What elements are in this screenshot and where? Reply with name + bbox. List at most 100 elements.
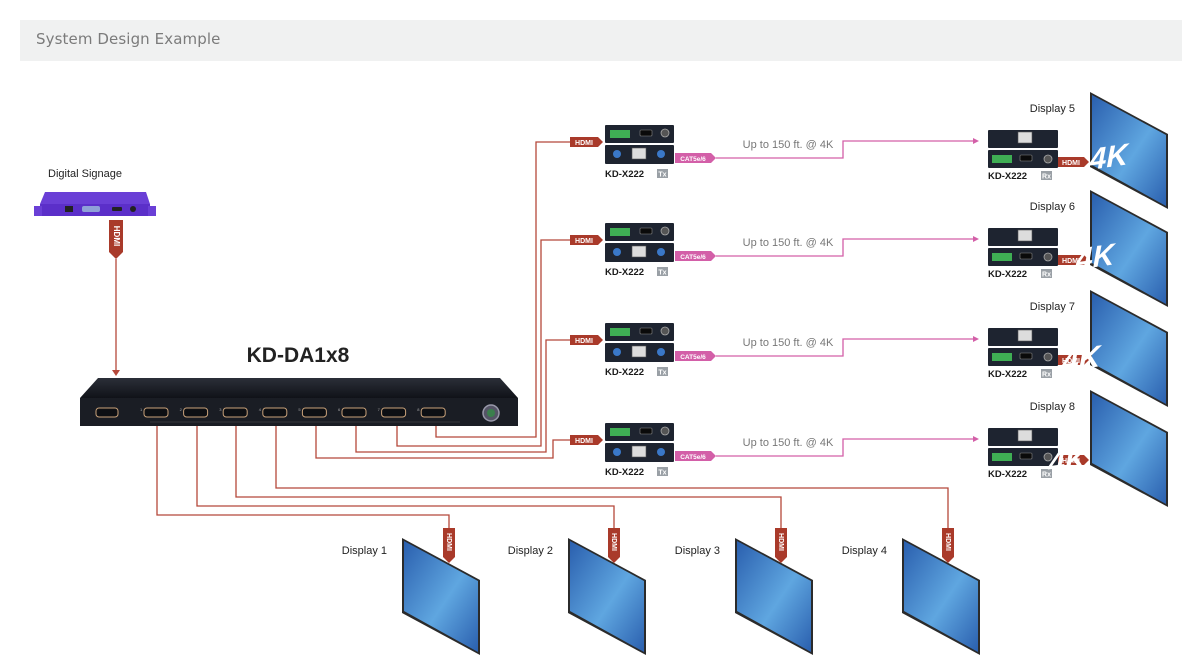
button-icon <box>657 150 665 158</box>
rx-model: KD-X222 <box>988 269 1027 280</box>
signage-top <box>40 192 150 204</box>
ethernet-port-icon <box>65 206 73 212</box>
hdmi-cable-output-2 <box>196 426 615 528</box>
display-label: Display 3 <box>675 545 720 557</box>
display-label: Display 2 <box>508 545 553 557</box>
tx-unit <box>605 323 674 362</box>
port-number: 6 <box>338 407 341 412</box>
terminal-block-icon <box>610 228 630 236</box>
button-icon <box>613 348 621 356</box>
right-display: 4K <box>1089 92 1168 209</box>
rx-model: KD-X222 <box>988 469 1027 480</box>
distance-label: Up to 150 ft. @ 4K <box>743 237 834 249</box>
display-screen <box>1092 95 1166 206</box>
hdmi-cable-output-1 <box>156 426 450 528</box>
rx-badge: Rx <box>1042 472 1051 479</box>
rx-badge: Rx <box>1042 272 1051 279</box>
tx-badge-box <box>657 267 668 276</box>
hdmi-port-icon <box>639 427 653 435</box>
tag-shape <box>1058 355 1089 365</box>
terminal-block-icon <box>610 130 630 138</box>
display-hdmi-tag-text: HDMI <box>944 533 951 551</box>
terminal-block-icon <box>992 155 1012 163</box>
terminal-block-icon <box>992 453 1012 461</box>
display-badge: 4K <box>339 593 380 632</box>
tag-shape <box>570 335 603 345</box>
source-hdmi-tag-text: HDMI <box>112 226 121 246</box>
right-display: 4K <box>1047 390 1168 507</box>
rx-unit <box>988 328 1058 366</box>
cat-arrow-icon <box>973 336 979 342</box>
power-connector-icon <box>660 226 670 236</box>
rx-unit <box>988 428 1058 466</box>
tx-badge: Tx <box>658 470 666 477</box>
rj45-port-icon <box>631 147 647 160</box>
display-screen <box>570 541 644 652</box>
bottom-display: 4K <box>505 538 646 655</box>
cat-cable <box>716 338 973 357</box>
source-hdmi-tag: HDMI <box>109 220 123 259</box>
hdmi-port-icon <box>639 129 653 137</box>
button-icon <box>657 248 665 256</box>
hdmi-output-port-icon <box>262 407 288 418</box>
tag-shape <box>1058 255 1089 265</box>
display-hdmi-tag: HDMI <box>443 528 455 563</box>
distance-label: Up to 150 ft. @ 4K <box>743 139 834 151</box>
splitter-model: KD-DA1x8 <box>247 344 350 367</box>
rx-badge: Rx <box>1042 372 1051 379</box>
terminal-block-icon <box>992 353 1012 361</box>
rx-badge-box <box>1041 369 1052 378</box>
display-hdmi-tag: HDMI <box>775 528 787 563</box>
bottom-display: 4K <box>339 538 480 655</box>
tx-badge: Tx <box>658 270 666 277</box>
tx-model: KD-X222 <box>605 367 644 378</box>
rx-badge-box <box>1041 269 1052 278</box>
tx-badge-box <box>657 169 668 178</box>
port-number: 8 <box>417 407 420 412</box>
display-label: Display 5 <box>1030 103 1075 115</box>
cat-tag: CAT5e/6 <box>675 153 716 163</box>
hdmi-output-port-icon <box>341 407 367 418</box>
tag-shape <box>942 528 954 563</box>
tx-unit <box>605 223 674 262</box>
hdmi-port-icon <box>1019 252 1033 260</box>
rj45-port-icon <box>631 345 647 358</box>
power-connector-icon <box>1043 452 1053 462</box>
tag-shape <box>675 251 716 261</box>
cat-arrow-icon <box>973 138 979 144</box>
digital-signage-player: Digital Signage <box>34 168 156 216</box>
rj45-port-icon <box>1017 329 1033 342</box>
port-number: 2 <box>180 407 183 412</box>
rx-hdmi-tag-text: HDMI <box>1062 258 1080 265</box>
rx-badge-box <box>1041 469 1052 478</box>
display-hdmi-tag-text: HDMI <box>777 533 784 551</box>
display-label: Display 1 <box>342 545 387 557</box>
bottom-display: 4K <box>672 538 813 655</box>
hdmi-output-port-icon <box>381 407 407 418</box>
tx-badge: Tx <box>658 172 666 179</box>
port-number: 1 <box>140 407 143 412</box>
rj45-port-icon <box>1017 429 1033 442</box>
display-hdmi-tag: HDMI <box>942 528 954 563</box>
rj45-port-icon <box>1017 131 1033 144</box>
tx-unit-top <box>605 125 674 143</box>
rx-badge: Rx <box>1042 174 1051 181</box>
tag-shape <box>570 137 603 147</box>
rx-hdmi-tag-text: HDMI <box>1062 458 1080 465</box>
tx-unit <box>605 423 674 462</box>
hdmi-cable-output-5 <box>315 426 570 459</box>
signage-bracket-left <box>34 206 42 216</box>
tx-hdmi-tag: HDMI <box>570 235 603 245</box>
port-number: 7 <box>378 407 381 412</box>
hdmi-output-port-icon <box>183 407 209 418</box>
cat-arrow-icon <box>973 236 979 242</box>
rx-model: KD-X222 <box>988 369 1027 380</box>
cat-tag-text: CAT5e/6 <box>680 156 706 163</box>
tx-hdmi-tag-text: HDMI <box>575 338 593 345</box>
hdmi-port-icon <box>1019 154 1033 162</box>
cat-tag-text: CAT5e/6 <box>680 254 706 261</box>
rx-hdmi-tag: HDMI <box>1058 255 1089 265</box>
section-title: System Design Example <box>36 30 221 48</box>
display-hdmi-tag-text: HDMI <box>610 533 617 551</box>
